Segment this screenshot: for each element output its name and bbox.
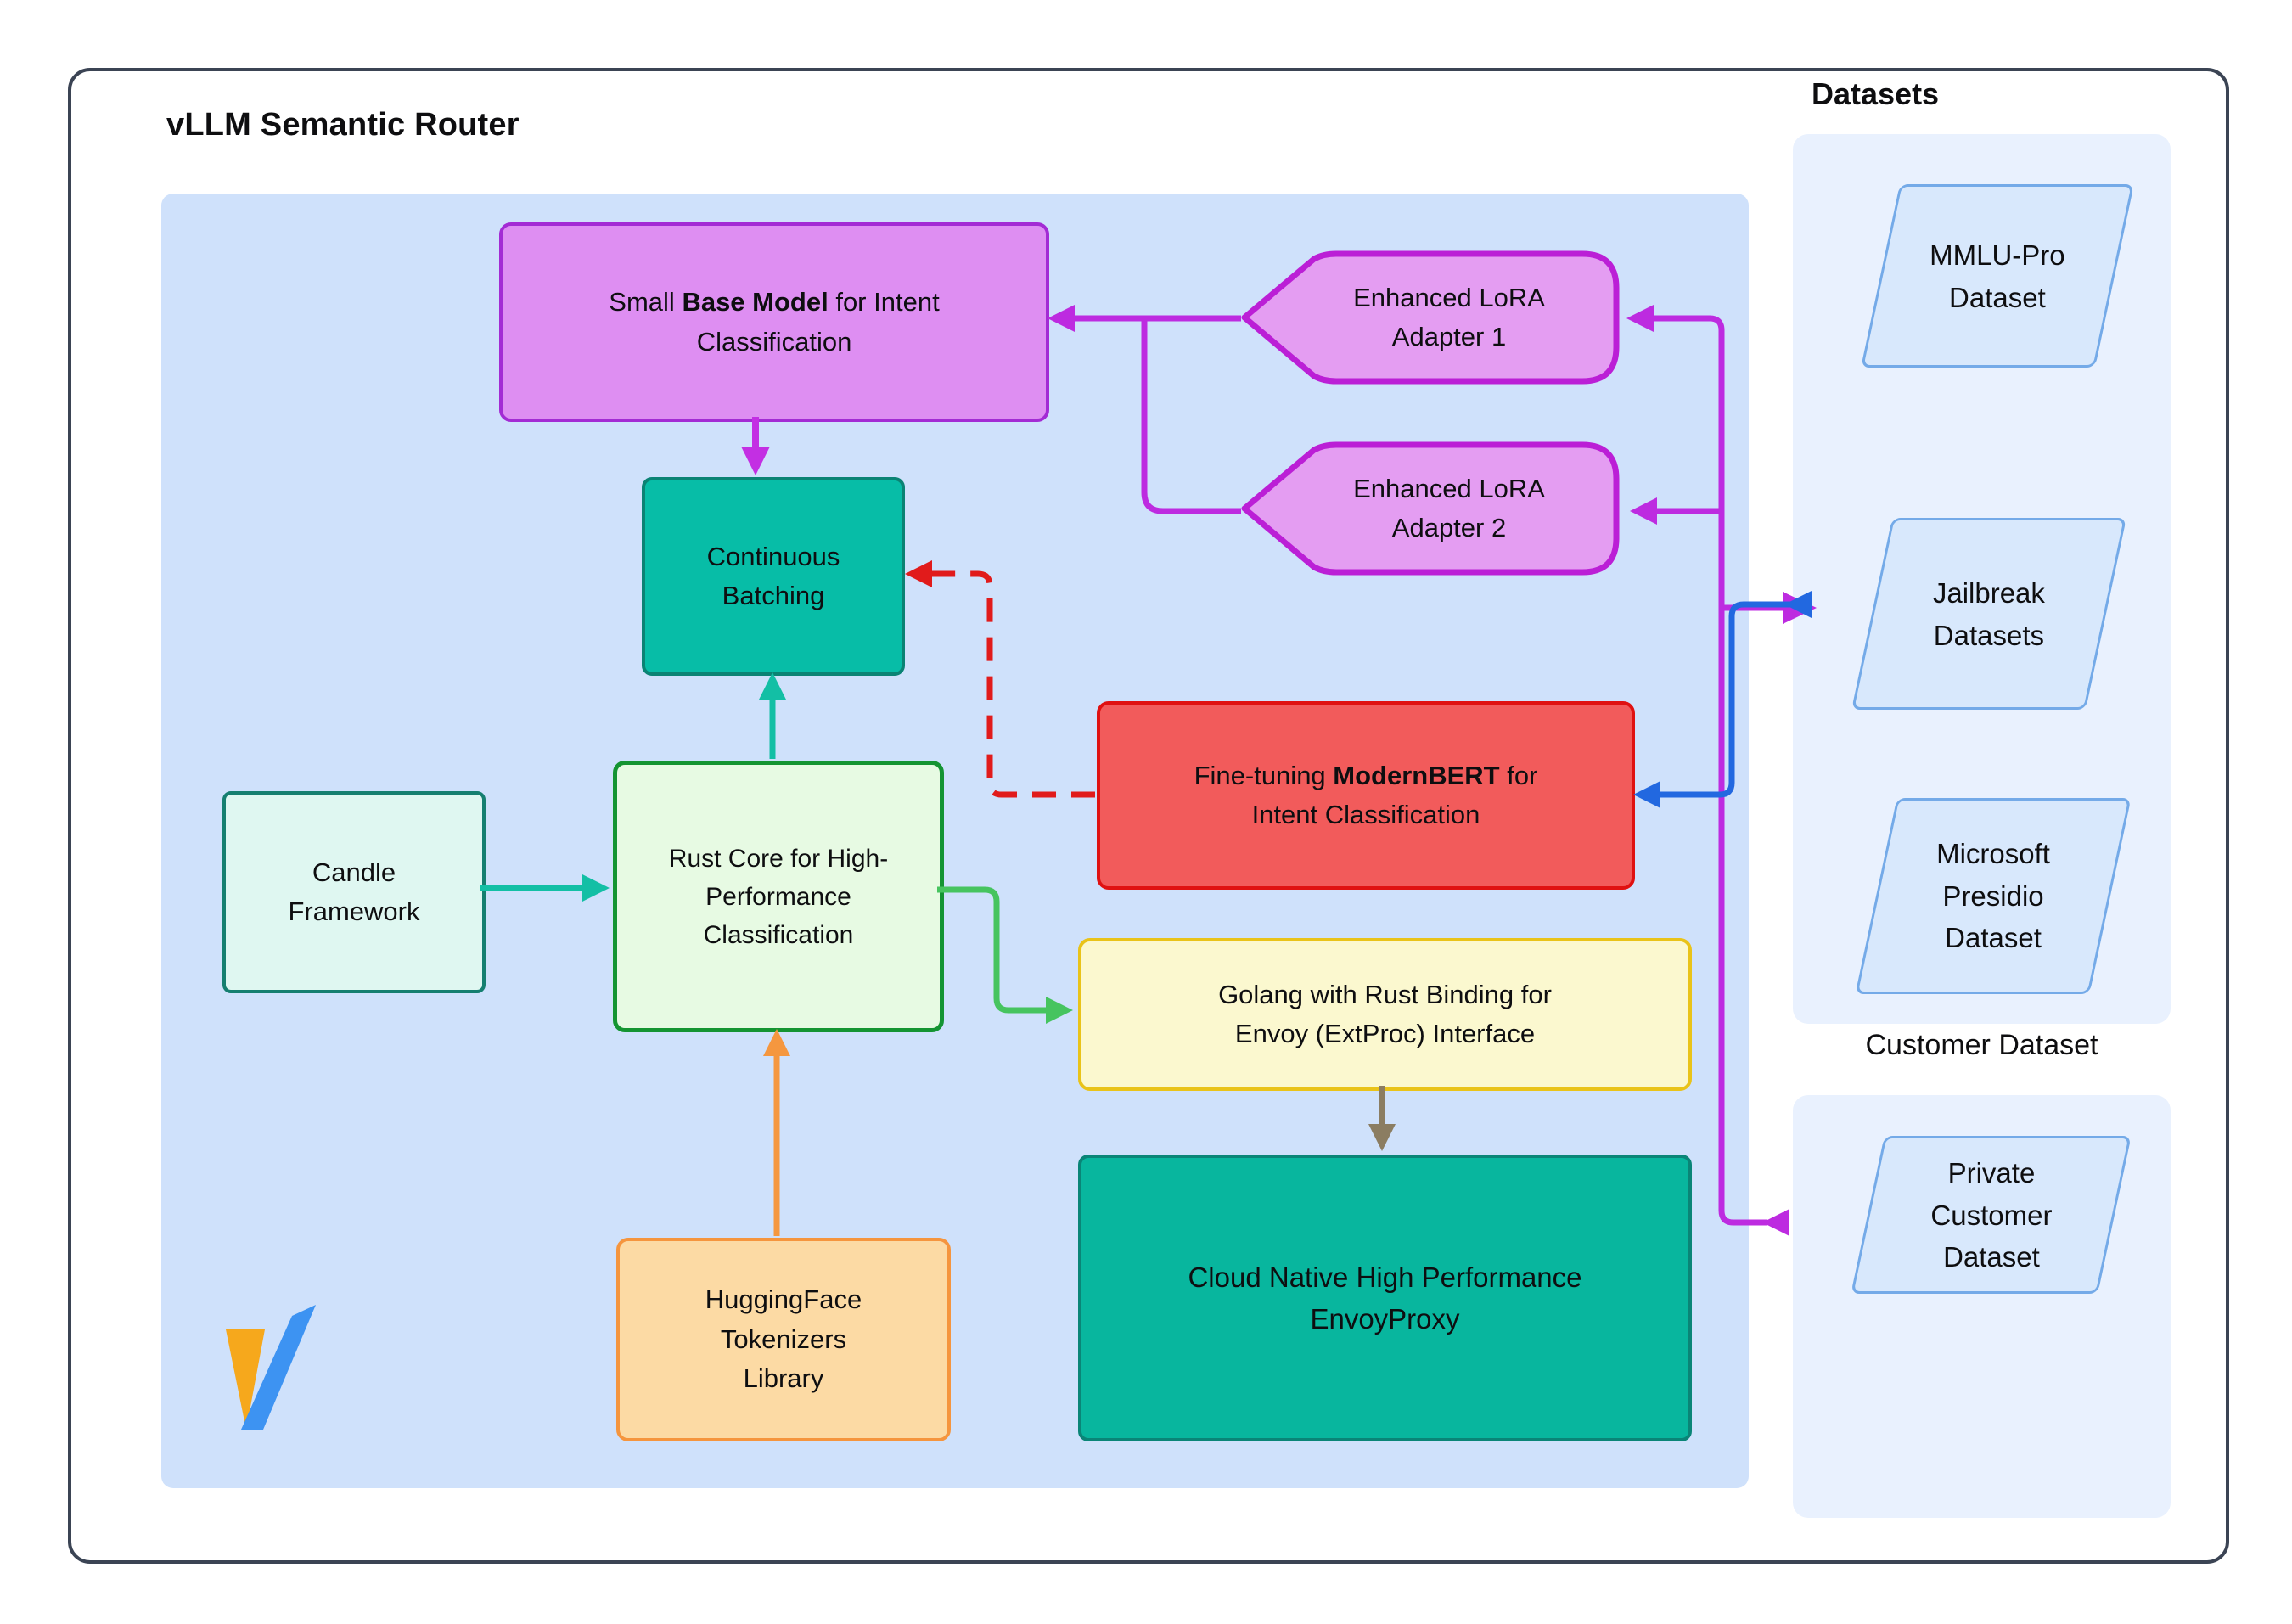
lora-adapter-shape [1241,441,1620,576]
node-golang-binding: Golang with Rust Binding for Envoy (ExtP… [1078,938,1692,1091]
node-huggingface-tokenizers-label: HuggingFace Tokenizers Library [705,1284,862,1394]
dataset-jailbreak: Jailbreak Datasets [1851,518,2127,710]
dataset-private-customer-label: Private Customer Dataset [1930,1156,2053,1273]
node-golang-binding-label: Golang with Rust Binding for Envoy (ExtP… [1218,979,1552,1049]
node-candle-framework: Candle Framework [222,791,486,993]
node-candle-framework-label: Candle Framework [288,857,420,927]
dataset-mmlu-pro: MMLU-Pro Dataset [1861,184,2134,368]
dataset-presidio-label: Microsoft Presidio Dataset [1936,838,2050,954]
dataset-jailbreak-label: Jailbreak Datasets [1932,576,2046,651]
node-base-model: Small Base Model for Intent Classificati… [499,222,1049,422]
node-modernbert: Fine-tuning ModernBERT for Intent Classi… [1097,701,1635,890]
node-envoy-proxy-label: Cloud Native High Performance EnvoyProxy [1188,1261,1582,1335]
datasets-panel-label: Datasets [1812,76,1940,111]
dataset-mmlu-pro-label: MMLU-Pro Dataset [1930,239,2065,313]
page-title: vLLM Semantic Router [166,107,520,143]
lora-adapter-shape [1241,250,1620,385]
vllm-logo-icon [226,1305,316,1430]
node-continuous-batching-label: Continuous Batching [706,541,840,611]
dataset-private-customer: Private Customer Dataset [1851,1136,2132,1294]
node-lora-adapter-1-label: Enhanced LoRA Adapter 1 [1353,282,1545,352]
node-rust-core: Rust Core for High-Performance Classific… [613,761,944,1032]
dataset-presidio: Microsoft Presidio Dataset [1855,798,2132,994]
node-rust-core-label: Rust Core for High-Performance Classific… [668,844,889,949]
node-huggingface-tokenizers: HuggingFace Tokenizers Library [616,1238,951,1441]
node-modernbert-label: Fine-tuning ModernBERT for Intent Classi… [1194,760,1538,830]
node-envoy-proxy: Cloud Native High Performance EnvoyProxy [1078,1155,1692,1441]
node-lora-adapter-1: Enhanced LoRA Adapter 1 [1241,250,1623,385]
node-continuous-batching: Continuous Batching [642,477,905,676]
node-lora-adapter-2-label: Enhanced LoRA Adapter 2 [1353,473,1545,543]
node-base-model-label: Small Base Model for Intent Classificati… [609,287,940,357]
node-lora-adapter-2: Enhanced LoRA Adapter 2 [1241,441,1623,576]
customer-panel-label: Customer Dataset [1865,1029,2098,1061]
